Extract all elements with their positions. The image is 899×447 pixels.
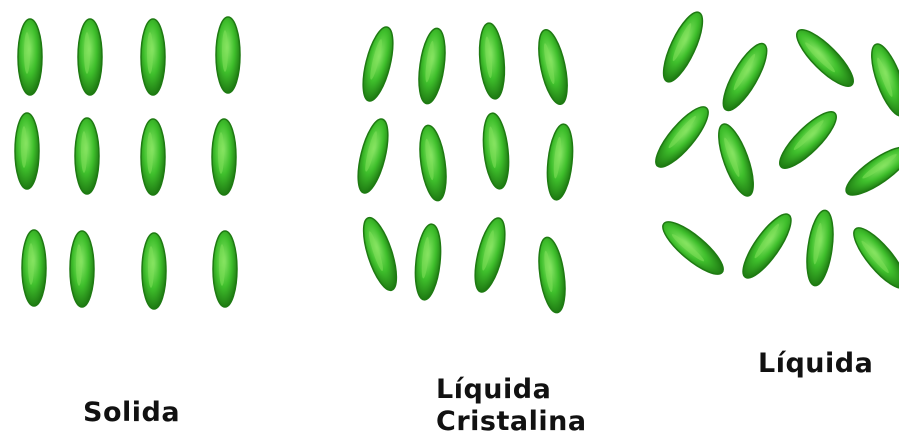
label-liquid: Líquida: [758, 348, 873, 380]
molecule-highlight: [76, 244, 82, 286]
molecule-highlight: [222, 30, 228, 72]
liquid-molecules: [648, 7, 899, 294]
molecule: [78, 19, 102, 95]
molecule: [415, 27, 449, 106]
molecule: [469, 215, 511, 295]
molecule: [790, 23, 861, 94]
molecule: [648, 100, 715, 174]
label-liquid-crystal: Líquida Cristalina: [436, 374, 587, 438]
molecule-highlight: [219, 244, 225, 286]
molecule: [213, 231, 237, 307]
molecule: [75, 118, 99, 194]
molecule: [535, 236, 569, 315]
molecule: [865, 40, 899, 120]
molecule-highlight: [147, 132, 153, 174]
solid-molecules: [15, 17, 240, 309]
molecule: [141, 19, 165, 95]
molecule: [357, 214, 403, 294]
molecule-highlight: [148, 246, 154, 288]
molecule: [18, 19, 42, 95]
molecule-highlight: [21, 126, 27, 168]
molecule: [656, 214, 730, 281]
molecule-highlight: [81, 131, 87, 173]
liquid-crystal-molecules: [352, 22, 576, 314]
molecule: [803, 209, 837, 288]
molecule: [480, 112, 512, 190]
molecule-highlight: [147, 32, 153, 74]
molecule: [712, 120, 761, 200]
molecule-highlight: [218, 132, 224, 174]
molecule: [142, 233, 166, 309]
molecule: [656, 7, 710, 86]
molecule: [477, 22, 508, 100]
molecule-highlight: [24, 32, 30, 74]
molecule: [352, 116, 394, 196]
molecule: [773, 105, 844, 176]
molecule: [735, 208, 798, 284]
molecule-highlight: [28, 243, 34, 285]
molecule: [412, 223, 444, 301]
molecule: [216, 17, 240, 93]
molecule: [416, 124, 450, 203]
molecule: [22, 230, 46, 306]
label-solid: Solida: [83, 397, 180, 429]
molecule: [544, 123, 576, 201]
molecule: [141, 119, 165, 195]
molecule: [70, 231, 94, 307]
molecule: [533, 27, 572, 106]
molecule: [716, 38, 775, 116]
molecule: [15, 113, 39, 189]
molecule: [357, 24, 399, 104]
molecule: [212, 119, 236, 195]
molecule-highlight: [84, 32, 90, 74]
